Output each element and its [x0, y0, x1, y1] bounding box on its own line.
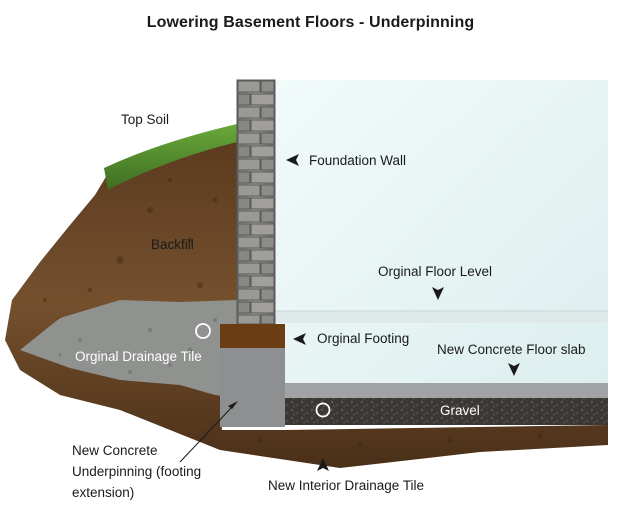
diagram-title: Lowering Basement Floors - Underpinning [146, 14, 475, 31]
original-drainage-tile-label: Orginal Drainage Tile [75, 349, 202, 364]
original-footing-arrow-icon [293, 333, 306, 345]
original-footing-label: Orginal Footing [317, 331, 410, 346]
new-concrete-floor-slab-label: New Concrete Floor slab [437, 342, 586, 357]
foundation-wall-arrow-icon [286, 154, 299, 166]
original-drainage-tile-icon [195, 323, 211, 339]
new-drainage-tile-icon [315, 402, 331, 418]
new-interior-drainage-tile-label: New Interior Drainage Tile [268, 478, 425, 493]
floor-slab-arrow-icon [508, 363, 520, 376]
original-drainage-gravel [20, 300, 237, 398]
floor-level-arrow-icon [432, 287, 444, 300]
top-soil-label: Top Soil [121, 112, 170, 127]
foundation-wall-label: Foundation Wall [309, 153, 407, 168]
underpinning-leader-line [179, 406, 233, 463]
new-concrete-floor-slab [285, 383, 608, 398]
backfill-label: Backfill [151, 237, 194, 252]
original-floor-level-label: Orginal Floor Level [378, 264, 493, 279]
underpinning-arrow-icon [228, 401, 238, 409]
interior-drainage-arrow-icon [317, 458, 329, 471]
foundation-wall [236, 79, 276, 325]
gravel-label: Gravel [440, 403, 480, 418]
original-footing [220, 324, 285, 348]
basement-interior [275, 80, 608, 398]
top-soil-grass [104, 124, 237, 190]
new-concrete-underpinning-label: New Concrete Underpinning (footing exten… [72, 443, 202, 500]
original-floor-slab [275, 311, 608, 323]
new-concrete-underpinning [220, 348, 285, 427]
backfill-soil [5, 138, 608, 468]
gravel-layer [285, 398, 608, 425]
